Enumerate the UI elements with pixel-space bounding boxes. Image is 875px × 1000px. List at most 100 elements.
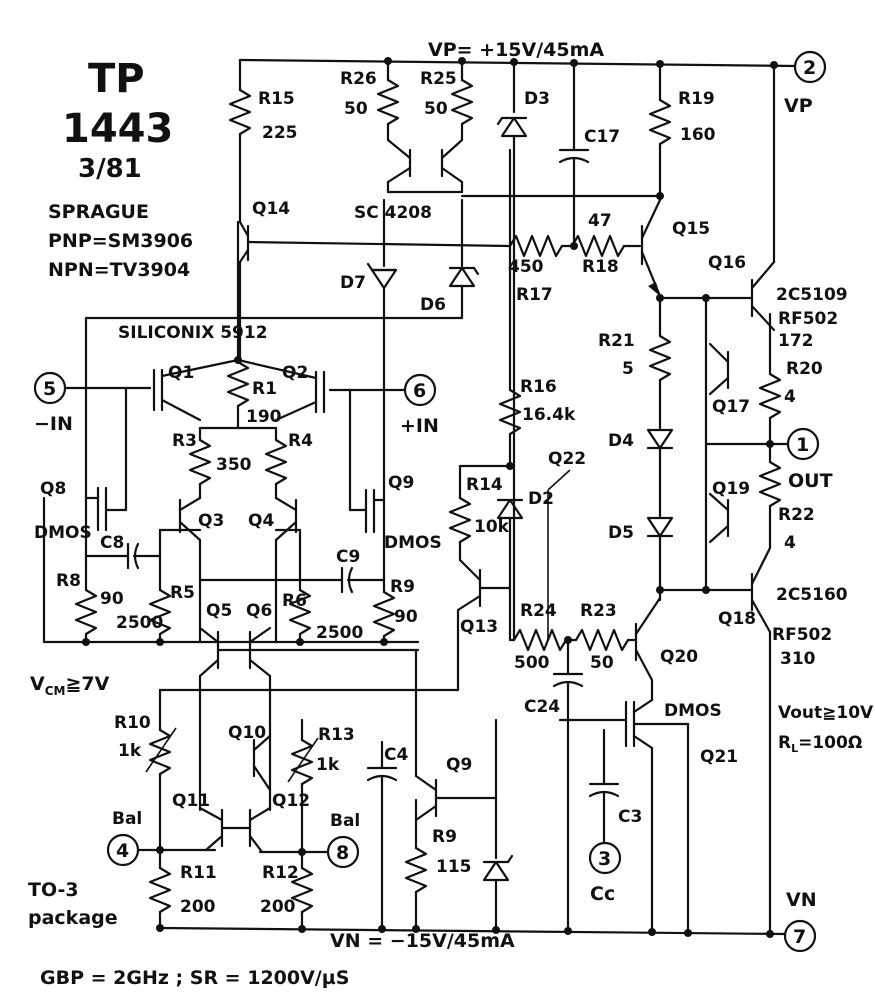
diode-d5: D5 bbox=[608, 516, 674, 592]
svg-text:Q11: Q11 bbox=[172, 791, 210, 811]
svg-text:47: 47 bbox=[588, 211, 612, 231]
svg-text:RF502: RF502 bbox=[778, 309, 838, 329]
svg-text:450: 450 bbox=[508, 257, 544, 277]
resistor-r15: R15 225 bbox=[228, 58, 298, 224]
pin-3-name: Cc bbox=[590, 883, 615, 905]
svg-text:R16: R16 bbox=[520, 377, 557, 397]
package-line-2: package bbox=[28, 907, 118, 929]
pin-5: 5 −IN bbox=[33, 371, 152, 435]
svg-text:D4: D4 bbox=[608, 431, 634, 451]
svg-text:16.4k: 16.4k bbox=[522, 405, 576, 425]
svg-text:8: 8 bbox=[336, 842, 349, 864]
svg-text:50: 50 bbox=[590, 653, 614, 673]
svg-text:Q4: Q4 bbox=[248, 511, 274, 531]
svg-text:4: 4 bbox=[784, 387, 796, 407]
svg-text:C4: C4 bbox=[384, 745, 408, 765]
svg-text:50: 50 bbox=[424, 99, 448, 119]
svg-text:C8: C8 bbox=[100, 533, 124, 553]
resistor-r3: R3 350 bbox=[172, 426, 278, 500]
resistor-r1: R1 190 bbox=[226, 220, 282, 430]
svg-text:3: 3 bbox=[598, 848, 611, 870]
svg-text:R1: R1 bbox=[252, 379, 277, 399]
pin-2-name: VP bbox=[784, 95, 813, 117]
svg-text:7: 7 bbox=[793, 926, 806, 948]
resistor-r26: R26 50 bbox=[340, 58, 400, 142]
svg-text:R26: R26 bbox=[340, 69, 377, 89]
transistor-q15: Q15 bbox=[640, 198, 710, 298]
svg-text:1k: 1k bbox=[118, 741, 142, 761]
svg-text:R15: R15 bbox=[258, 89, 295, 109]
resistor-r9-upper: R9 90 bbox=[372, 558, 418, 644]
svg-text:1k: 1k bbox=[316, 755, 340, 775]
svg-text:R11: R11 bbox=[180, 863, 217, 883]
resistor-r22: R22 4 bbox=[758, 460, 815, 553]
maker-label: SPRAGUE bbox=[48, 201, 149, 223]
resistor-r25: R25 50 bbox=[420, 58, 474, 142]
svg-text:DMOS: DMOS bbox=[664, 701, 722, 721]
svg-text:R17: R17 bbox=[516, 285, 553, 305]
pin-2: 2 VP bbox=[784, 50, 827, 117]
pin-7-name: VN bbox=[786, 889, 817, 911]
svg-text:Q12: Q12 bbox=[272, 791, 310, 811]
capacitor-c17: C17 bbox=[558, 61, 620, 248]
pin-1-name: OUT bbox=[788, 470, 833, 492]
svg-text:Q20: Q20 bbox=[660, 647, 698, 667]
part-date: 3/81 bbox=[78, 154, 142, 184]
svg-text:190: 190 bbox=[246, 407, 282, 427]
svg-text:Q13: Q13 bbox=[460, 617, 498, 637]
pin-6-name: +IN bbox=[400, 415, 439, 437]
svg-text:R9: R9 bbox=[390, 577, 415, 597]
svg-text:C24: C24 bbox=[524, 697, 560, 717]
resistor-r10: R10 1k bbox=[114, 688, 177, 852]
svg-text:50: 50 bbox=[344, 99, 368, 119]
svg-text:R10: R10 bbox=[114, 713, 151, 733]
transistor-q21: DMOS Q21 bbox=[558, 698, 738, 936]
svg-text:4: 4 bbox=[784, 533, 796, 553]
svg-text:2500: 2500 bbox=[116, 613, 163, 633]
resistor-r19: R19 160 bbox=[648, 60, 716, 202]
svg-text:225: 225 bbox=[262, 123, 298, 143]
capacitor-c9: C9 bbox=[298, 547, 386, 594]
svg-text:VCM≧7V: VCM≧7V bbox=[30, 673, 110, 698]
svg-text:160: 160 bbox=[680, 125, 716, 145]
svg-text:Q2: Q2 bbox=[282, 363, 308, 383]
svg-text:172: 172 bbox=[778, 331, 814, 351]
pin-3: 3 Cc bbox=[588, 841, 622, 905]
resistor-r14: R14 10k bbox=[448, 464, 512, 562]
svg-text:R3: R3 bbox=[172, 431, 197, 451]
svg-text:C17: C17 bbox=[584, 127, 620, 147]
svg-text:Q22: Q22 bbox=[548, 449, 586, 469]
resistor-r8: R8 90 bbox=[56, 558, 124, 644]
transistor-q9-upper: Q9 DMOS bbox=[348, 316, 442, 562]
vp-supply-label: VP= +15V/45mA bbox=[428, 39, 604, 61]
resistor-r16: R16 16.4k bbox=[498, 148, 576, 468]
svg-text:D3: D3 bbox=[524, 89, 550, 109]
svg-text:2C5109: 2C5109 bbox=[776, 285, 848, 305]
svg-text:R4: R4 bbox=[288, 431, 313, 451]
performance-note: GBP = 2GHz ; SR = 1200V/µS bbox=[40, 967, 349, 989]
pin-7: 7 VN bbox=[783, 889, 817, 953]
svg-text:R22: R22 bbox=[778, 505, 815, 525]
resistor-r24: R24 500 bbox=[508, 601, 568, 673]
svg-text:R20: R20 bbox=[786, 359, 823, 379]
svg-text:R13: R13 bbox=[318, 725, 355, 745]
transistor-q20: Q20 bbox=[634, 596, 698, 702]
svg-text:Q10: Q10 bbox=[228, 723, 266, 743]
npn-type: NPN=TV3904 bbox=[48, 259, 190, 281]
svg-text:2: 2 bbox=[803, 57, 816, 79]
svg-text:RF502: RF502 bbox=[772, 625, 832, 645]
svg-text:C9: C9 bbox=[336, 547, 360, 567]
svg-text:Q3: Q3 bbox=[198, 511, 224, 531]
svg-text:R23: R23 bbox=[580, 601, 617, 621]
svg-text:D5: D5 bbox=[608, 523, 634, 543]
svg-text:D7: D7 bbox=[340, 273, 366, 293]
transistor-q4: Q4 bbox=[248, 496, 298, 644]
svg-text:115: 115 bbox=[436, 857, 472, 877]
svg-text:R18: R18 bbox=[582, 257, 619, 277]
resistor-r13: R13 1k bbox=[287, 718, 355, 854]
part-number: 1443 bbox=[62, 106, 173, 152]
vn-rail bbox=[158, 926, 787, 936]
transistor-q9-lower: Q9 bbox=[414, 648, 498, 822]
